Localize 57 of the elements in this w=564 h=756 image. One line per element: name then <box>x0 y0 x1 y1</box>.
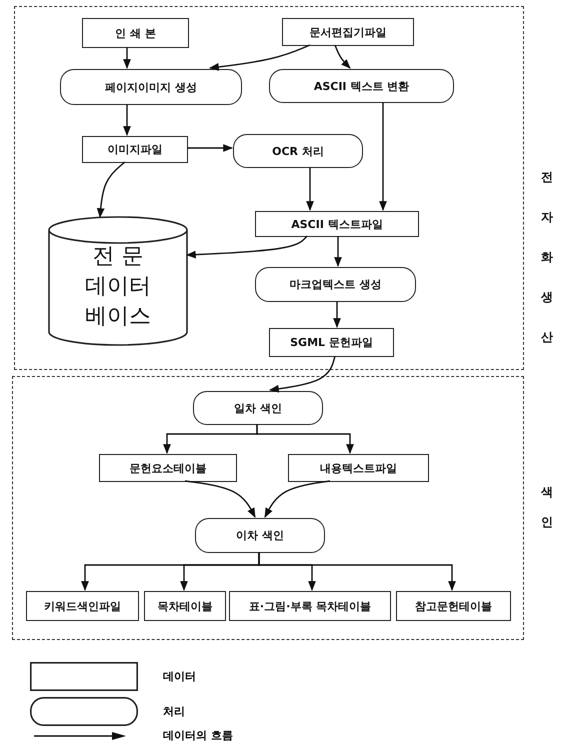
process-box <box>60 69 242 105</box>
section-label: 색인 <box>541 484 553 531</box>
node-label: ASCII 텍스트 변환 <box>314 78 410 94</box>
node-label: 전 문 데이터 베이스 <box>84 243 152 331</box>
flow-arrow <box>258 552 456 591</box>
process-box <box>233 134 363 168</box>
data-box <box>255 211 419 237</box>
node-label: 이차 색인 <box>236 528 284 543</box>
data-box <box>269 328 394 357</box>
database-cylinder <box>48 216 188 346</box>
legend-label: 데이터 <box>163 669 196 684</box>
flow-arrow <box>264 480 330 518</box>
process-box <box>193 391 323 425</box>
data-box <box>99 454 237 482</box>
flow-arrow <box>186 236 308 258</box>
flow-arrow <box>269 356 336 393</box>
node-label: OCR 처리 <box>272 144 324 158</box>
flow-arrow <box>184 480 256 518</box>
node-label: 문서편집기파일 <box>310 24 386 40</box>
node-label: 인 쇄 본 <box>115 26 156 40</box>
node-label: 목차테이블 <box>158 598 212 614</box>
data-box <box>144 591 226 621</box>
data-box <box>229 591 391 621</box>
flow-arrow <box>209 44 310 71</box>
legend-label: 처리 <box>163 704 185 719</box>
section-label: 전자화생산 <box>541 169 553 346</box>
process-box <box>269 69 454 103</box>
data-box <box>82 136 188 163</box>
flow-arrow <box>334 44 351 69</box>
node-label: 이미지파일 <box>108 142 162 157</box>
node-label: SGML 문헌파일 <box>290 335 373 350</box>
flow-arrow <box>123 104 131 136</box>
node-label: ASCII 텍스트파일 <box>291 216 383 232</box>
flow-arrow <box>333 301 341 328</box>
process-box <box>195 518 325 553</box>
node-label: 일차 색인 <box>234 400 282 416</box>
data-box <box>82 18 189 48</box>
flow-arrow <box>379 102 387 211</box>
node-label: 참고문헌테이블 <box>415 598 492 614</box>
data-box <box>396 591 511 621</box>
data-box <box>288 454 429 482</box>
data-box <box>282 18 414 46</box>
node-label: 키워드색인파일 <box>44 598 121 614</box>
node-label: 마크업텍스트 생성 <box>290 277 382 292</box>
flow-arrow <box>123 47 131 69</box>
node-label: 표·그림·부록 목차테이블 <box>248 598 372 614</box>
flow-arrow <box>334 236 342 267</box>
legend-label: 데이터의 흐름 <box>163 728 233 743</box>
process-box <box>255 267 416 302</box>
flow-arrow <box>306 167 314 211</box>
node-label: 페이지이미지 생성 <box>105 80 197 94</box>
node-label: 내용텍스트파일 <box>320 460 397 476</box>
flow-arrow <box>256 424 354 454</box>
data-box <box>26 591 139 621</box>
node-label: 문헌요소테이블 <box>130 460 206 476</box>
flow-arrow <box>187 144 233 152</box>
flow-arrow <box>96 161 126 218</box>
